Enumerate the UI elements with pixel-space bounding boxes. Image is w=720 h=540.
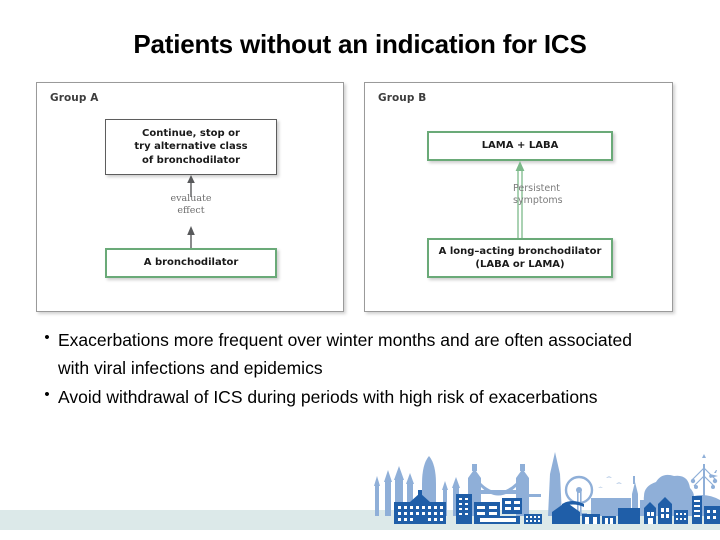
list-item-text: Exacerbations more frequent over winter …	[58, 330, 632, 379]
panel-label-group-b: Group B	[378, 92, 427, 104]
page-title: Patients without an indication for ICS	[133, 29, 587, 59]
panel-group-b: Group B LAMA + LABA Persistent symptoms …	[364, 82, 673, 312]
bullet-list: • Exacerbations more frequent over winte…	[36, 326, 686, 411]
list-item: • Exacerbations more frequent over winte…	[36, 326, 686, 383]
arrow-persistent-symptoms	[513, 161, 527, 239]
figure-area: Group A Continue, stop or try alternativ…	[0, 82, 720, 314]
arrow-evaluate-lower	[184, 226, 198, 250]
panel-label-group-a: Group A	[50, 92, 99, 104]
flow-box-text: Continue, stop or try alternative class …	[134, 128, 248, 166]
flow-box-text: A long–acting bronchodilator (LABA or LA…	[438, 245, 602, 270]
arrow-label-evaluate-effect: evaluate effect	[170, 193, 212, 217]
arrow-label-persistent-symptoms: Persistent symptoms	[513, 183, 563, 207]
list-item: • Avoid withdrawal of ICS during periods…	[36, 383, 686, 411]
arrow-evaluate-upper	[184, 175, 198, 197]
panel-group-a: Group A Continue, stop or try alternativ…	[36, 82, 344, 312]
bullet-marker-icon: •	[44, 329, 50, 346]
flow-box-lama-plus-laba: LAMA + LABA	[427, 131, 613, 161]
list-item-text: Avoid withdrawal of ICS during periods w…	[58, 386, 598, 407]
flow-box-text: LAMA + LABA	[481, 140, 559, 152]
flow-box-continue-stop-or-try-alternative: Continue, stop or try alternative class …	[105, 119, 277, 175]
london-skyline-icon	[366, 450, 720, 528]
flow-box-a-bronchodilator: A bronchodilator	[105, 248, 277, 278]
bullet-marker-icon: •	[44, 385, 50, 403]
flow-box-long-acting-bronchodilator: A long–acting bronchodilator (LABA or LA…	[427, 238, 613, 278]
flow-box-text: A bronchodilator	[143, 257, 239, 269]
